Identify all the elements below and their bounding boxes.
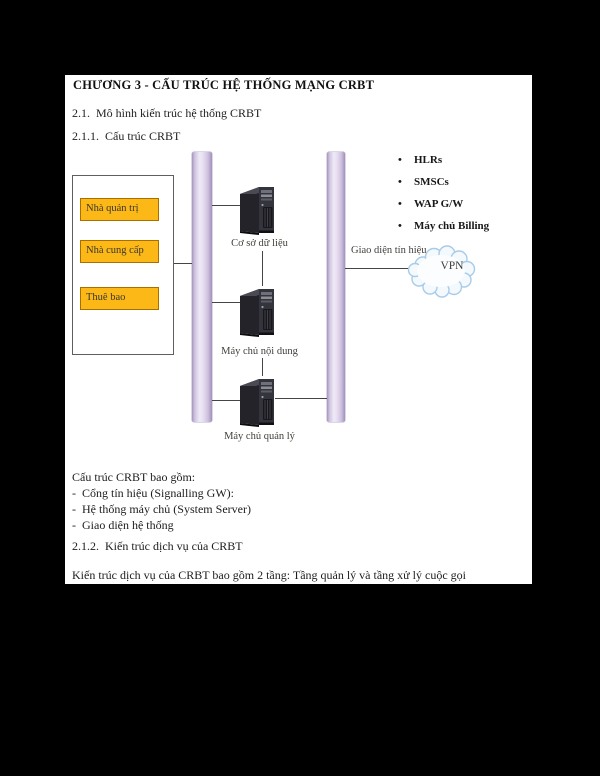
structure-list-item-system-interface: - Giao diện hệ thống bbox=[72, 518, 174, 532]
actor-box-administrator: Nhà quản trị bbox=[80, 198, 159, 221]
structure-list-item-system-server: - Hệ thống máy chủ (System Server) bbox=[72, 502, 251, 516]
section-2-1-1-heading: 2.1.1. Cấu trúc CRBT bbox=[72, 129, 181, 143]
connector-content-to-management-server bbox=[262, 358, 264, 376]
section-2-1-heading: 2.1. Mô hình kiến trúc hệ thống CRBT bbox=[72, 106, 262, 120]
connector-bus-to-content-server bbox=[212, 302, 240, 304]
external-system-item-hlrs: • HLRs bbox=[398, 154, 442, 166]
actor-box-provider: Nhà cung cấp bbox=[80, 240, 159, 263]
external-system-label: HLRs bbox=[414, 154, 443, 166]
connector-bus-to-management-server bbox=[212, 400, 240, 402]
management-server-label: Máy chủ quản lý bbox=[224, 431, 295, 442]
structure-list-intro: Cấu trúc CRBT bao gồm: bbox=[72, 470, 196, 484]
right-bus-bar-signal-gateway bbox=[327, 152, 345, 422]
chapter-heading: CHƯƠNG 3 - CẤU TRÚC HỆ THỐNG MẠNG CRBT bbox=[73, 78, 375, 92]
database-server-icon bbox=[237, 184, 277, 236]
crbt-architecture-diagram: Nhà quản trị Nhà cung cấp Thuê bao bbox=[65, 75, 532, 465]
bullet-dot-icon: • bbox=[398, 176, 402, 188]
connector-management-server-to-right-bus bbox=[275, 398, 327, 400]
section-2-1-2-heading: 2.1.2. Kiến trúc dịch vụ của CRBT bbox=[72, 539, 243, 553]
signal-interface-label: Giao diện tín hiệu bbox=[351, 245, 427, 256]
connector-right-bus-to-vpn-cloud bbox=[345, 268, 411, 270]
external-system-label: Máy chủ Billing bbox=[414, 220, 490, 232]
management-server-icon bbox=[237, 376, 277, 428]
database-server-label: Cơ sở dữ liệu bbox=[231, 238, 288, 249]
document-page: CHƯƠNG 3 - CẤU TRÚC HỆ THỐNG MẠNG CRBT 2… bbox=[65, 75, 532, 584]
content-server-label: Máy chủ nội dung bbox=[221, 346, 298, 357]
bullet-dot-icon: • bbox=[398, 220, 402, 232]
structure-list-item-signalling-gw: - Cổng tín hiệu (Signalling GW): bbox=[72, 486, 234, 500]
external-system-label: SMSCs bbox=[414, 176, 449, 188]
actor-box-subscriber: Thuê bao bbox=[80, 287, 159, 310]
connector-bus-to-database bbox=[212, 205, 240, 207]
connector-actors-to-bus bbox=[174, 263, 192, 265]
closing-paragraph: Kiến trúc dịch vụ của CRBT bao gồm 2 tần… bbox=[72, 568, 466, 582]
connector-database-to-content-server bbox=[262, 251, 264, 286]
vpn-cloud-icon bbox=[407, 243, 477, 298]
bullet-dot-icon: • bbox=[398, 154, 402, 166]
external-system-label: WAP G/W bbox=[414, 198, 464, 210]
external-system-item-wap-gw: • WAP G/W bbox=[398, 198, 463, 210]
vpn-cloud-label: VPN bbox=[440, 260, 464, 272]
left-bus-bar bbox=[192, 152, 212, 422]
content-server-icon bbox=[237, 286, 277, 338]
external-system-item-smscs: • SMSCs bbox=[398, 176, 449, 188]
external-system-item-billing: • Máy chủ Billing bbox=[398, 220, 489, 232]
bullet-dot-icon: • bbox=[398, 198, 402, 210]
